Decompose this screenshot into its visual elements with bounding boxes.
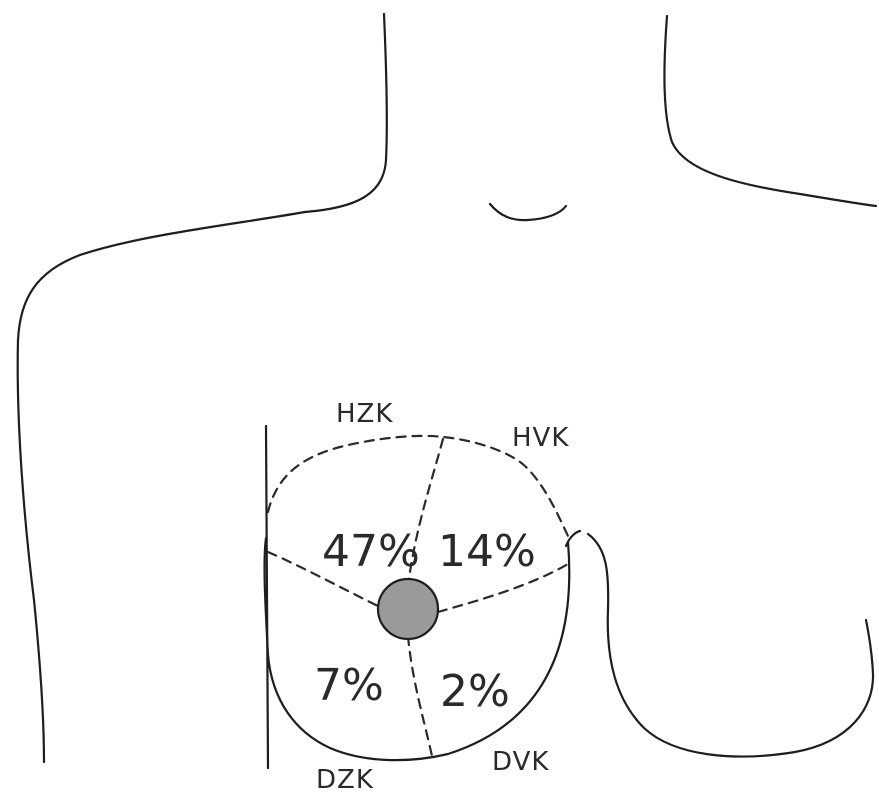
quadrant-upper-inner-percent: 14% xyxy=(438,526,536,577)
torso-outline xyxy=(18,14,876,768)
jugular-notch-line xyxy=(490,204,566,220)
left-breast-axillary-tip xyxy=(566,531,580,546)
region-label-upper-outer: HZK xyxy=(336,399,393,429)
region-label-lower-outer: DZK xyxy=(316,765,374,795)
quadrant-upper-outer-percent: 47% xyxy=(322,526,420,577)
nipple-areola-icon xyxy=(378,579,438,639)
lower-vertical-divider xyxy=(408,636,432,756)
left-side-line xyxy=(18,340,44,762)
sternum-line xyxy=(266,426,268,768)
region-label-lower-inner: DVK xyxy=(492,747,549,777)
region-label-upper-inner: HVK xyxy=(512,423,569,453)
left-shoulder-line xyxy=(18,212,305,340)
neck-left-line xyxy=(305,14,387,212)
right-breast-outline xyxy=(588,534,873,757)
quadrant-lower-inner-percent: 2% xyxy=(440,666,510,717)
quadrant-lower-outer-percent: 7% xyxy=(314,660,384,711)
neck-right-line xyxy=(664,16,876,206)
